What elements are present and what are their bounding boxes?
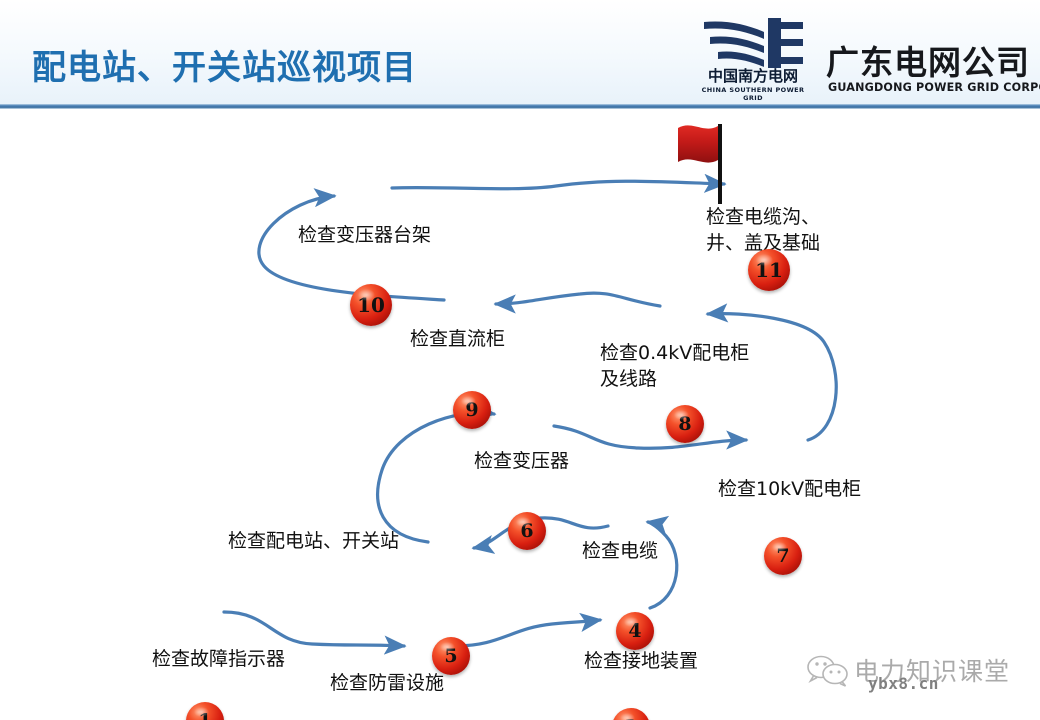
flow-node-7-number: 7 xyxy=(776,545,790,567)
connector-8-to-9 xyxy=(493,291,662,314)
flow-node-8-label: 检查0.4kV配电柜 及线路 xyxy=(600,342,750,390)
connector-1-to-2 xyxy=(222,610,407,655)
watermark-url: ybx8.cn xyxy=(868,674,939,693)
flow-node-10-label: 检查变压器台架 xyxy=(298,224,432,246)
logo-owner-cn: 中国南方电网 xyxy=(707,67,798,85)
flow-node-1-number: 1 xyxy=(198,710,211,720)
flow-connectors xyxy=(222,173,838,655)
flow-node-5-label: 检查配电站、开关站 xyxy=(228,530,400,552)
flow-node-8[interactable]: 8 xyxy=(666,405,704,443)
header-divider-rule xyxy=(0,104,1040,109)
flow-node-8-number: 8 xyxy=(678,413,692,435)
flow-node-1-label: 检查故障指示器 xyxy=(152,648,286,670)
connector-5-to-6 xyxy=(376,401,497,544)
flow-node-9[interactable]: 9 xyxy=(453,391,491,429)
finish-flag xyxy=(668,120,748,208)
inspection-flow-diagram: 1 检查故障指示器 2 检查防雷设施 3 检查接地装置 4 检查电缆 5 检查配… xyxy=(0,104,1040,720)
flow-node-10[interactable]: 10 xyxy=(350,284,392,326)
watermark-text: 电力知识课堂 xyxy=(854,657,1011,686)
flow-node-11[interactable]: 11 xyxy=(748,249,790,291)
flow-node-5[interactable]: 5 xyxy=(432,637,470,675)
flow-node-4-label: 检查电缆 xyxy=(582,540,659,562)
logo-mark-wrap: 中国南方电网 CHINA SOUTHERN POWER GRID xyxy=(692,16,814,102)
brand-name-en: GUANGDONG POWER GRID CORPORATION xyxy=(828,80,1040,94)
logo-divider xyxy=(818,20,819,94)
flow-node-3-label: 检查接地装置 xyxy=(584,650,699,672)
flow-node-5-number: 5 xyxy=(444,645,458,667)
wechat-icon xyxy=(807,655,848,687)
flow-node-1[interactable]: 1 xyxy=(186,702,224,720)
flow-node-3[interactable]: 3 xyxy=(612,708,650,720)
flow-node-4[interactable]: 4 xyxy=(616,612,654,650)
watermark: 电力知识课堂 ybx8.cn xyxy=(806,648,1036,704)
flow-node-2-label: 检查防雷设施 xyxy=(330,672,445,694)
flow-node-3-number: 3 xyxy=(624,716,637,720)
connector-9-to-10 xyxy=(257,188,446,302)
flow-node-6[interactable]: 6 xyxy=(508,512,546,550)
flow-node-9-label: 检查直流柜 xyxy=(410,328,506,350)
flow-node-6-label: 检查变压器 xyxy=(474,450,570,472)
connector-2-to-3 xyxy=(454,612,603,648)
flow-node-10-number: 10 xyxy=(357,293,385,317)
flow-node-9-number: 9 xyxy=(465,399,479,421)
brand-name-cn: 广东电网公司 xyxy=(826,43,1030,82)
connector-10-to-11 xyxy=(390,173,727,193)
slide-header xyxy=(0,0,1040,104)
flow-node-11-number: 11 xyxy=(755,258,783,282)
flag-icon xyxy=(678,124,722,204)
flow-node-11-label: 检查电缆沟、 井、盖及基础 xyxy=(706,206,821,254)
connector-3-to-4 xyxy=(645,515,679,610)
china-southern-power-grid-logo-icon xyxy=(704,18,803,68)
connector-7-to-8 xyxy=(705,303,838,442)
flow-node-6-number: 6 xyxy=(520,520,534,542)
page-title: 配电站、开关站巡视项目 xyxy=(32,48,417,88)
flow-node-4-number: 4 xyxy=(628,620,642,642)
logo-block: 中国南方电网 CHINA SOUTHERN POWER GRID 广东电网公司 … xyxy=(692,16,1040,102)
flow-node-7[interactable]: 7 xyxy=(764,537,802,575)
flow-node-7-label: 检查10kV配电柜 xyxy=(718,478,862,500)
connector-6-to-7 xyxy=(552,424,749,450)
logo-owner-en: CHINA SOUTHERN POWER GRID xyxy=(701,86,805,102)
